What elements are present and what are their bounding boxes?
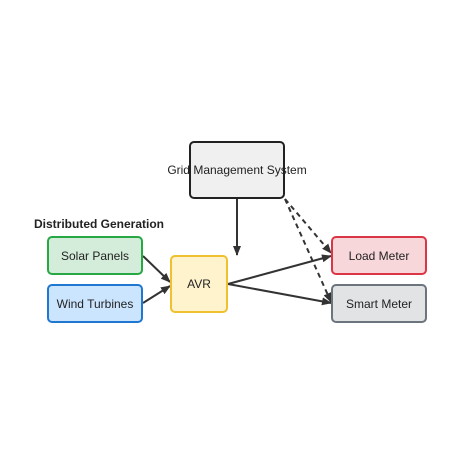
edge-grid-to-load — [284, 198, 332, 254]
edge-avr-to-smart — [227, 283, 332, 306]
edge-wind-to-avr — [142, 285, 171, 304]
node-smart-meter: Smart Meter — [331, 284, 427, 323]
edge-grid-to-smart — [284, 198, 332, 303]
group-label-distributed-generation: Distributed Generation — [34, 217, 165, 231]
node-grid-management-system: Grid Management System — [167, 141, 307, 199]
edge-avr-to-load — [227, 254, 332, 285]
node-load-meter: Load Meter — [331, 236, 427, 275]
node-solar-panels: Solar Panels — [47, 236, 143, 275]
node-wind-turbines: Wind Turbines — [47, 284, 143, 323]
edge-solar-to-avr — [142, 255, 171, 283]
node-avr: AVR — [170, 255, 228, 313]
